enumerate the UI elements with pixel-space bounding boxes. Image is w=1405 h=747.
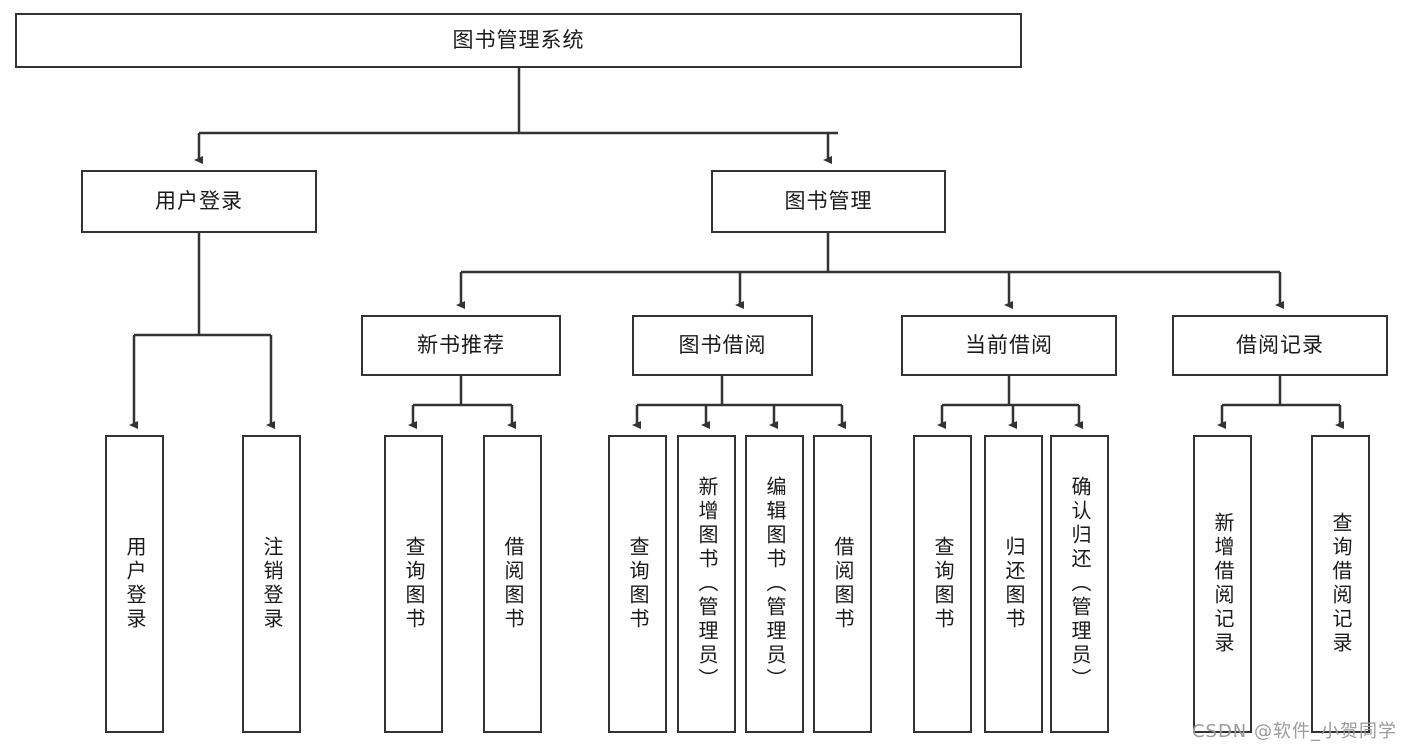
leaf-label: 确认归还（管理员） xyxy=(1068,476,1092,692)
node-book-management-label: 图书管理 xyxy=(784,188,873,213)
leaf-user-login-signin[interactable]: 用户登录 xyxy=(105,435,164,733)
node-borrow-record-label: 借阅记录 xyxy=(1236,332,1324,357)
leaf-label: 注销登录 xyxy=(260,536,284,632)
leaf-current-borrow-query[interactable]: 查询图书 xyxy=(913,435,972,733)
node-borrow-record[interactable]: 借阅记录 xyxy=(1172,315,1388,376)
leaf-borrow-record-add[interactable]: 新增借阅记录 xyxy=(1193,435,1252,733)
node-book-borrow-label: 图书借阅 xyxy=(678,332,767,357)
node-user-login-label: 用户登录 xyxy=(155,188,243,213)
node-new-book-recommend-label: 新书推荐 xyxy=(417,332,505,357)
node-book-borrow[interactable]: 图书借阅 xyxy=(632,315,813,376)
node-user-login[interactable]: 用户登录 xyxy=(81,170,317,233)
leaf-label: 查询图书 xyxy=(402,536,426,632)
leaf-label: 新增图书（管理员） xyxy=(695,476,719,692)
leaf-current-borrow-confirm-return[interactable]: 确认归还（管理员） xyxy=(1050,435,1109,733)
leaf-book-borrow-lend[interactable]: 借阅图书 xyxy=(813,435,872,733)
node-current-borrow[interactable]: 当前借阅 xyxy=(901,315,1117,376)
leaf-label: 查询图书 xyxy=(626,536,650,632)
leaf-book-borrow-edit[interactable]: 编辑图书（管理员） xyxy=(745,435,804,733)
leaf-label: 借阅图书 xyxy=(501,536,525,632)
watermark: CSDN @软件_小贺同学 xyxy=(1191,721,1397,742)
leaf-label: 编辑图书（管理员） xyxy=(763,476,787,692)
leaf-new-book-query[interactable]: 查询图书 xyxy=(384,435,443,733)
leaf-book-borrow-add[interactable]: 新增图书（管理员） xyxy=(677,435,736,733)
leaf-label: 借阅图书 xyxy=(831,536,855,632)
leaf-label: 查询图书 xyxy=(931,536,955,632)
leaf-new-book-borrow[interactable]: 借阅图书 xyxy=(483,435,542,733)
node-new-book-recommend[interactable]: 新书推荐 xyxy=(361,315,561,376)
leaf-borrow-record-query[interactable]: 查询借阅记录 xyxy=(1311,435,1370,733)
leaf-book-borrow-query[interactable]: 查询图书 xyxy=(608,435,667,733)
leaf-label: 归还图书 xyxy=(1002,536,1026,632)
node-root-label: 图书管理系统 xyxy=(452,27,585,52)
leaf-label: 查询借阅记录 xyxy=(1329,512,1353,656)
leaf-label: 用户登录 xyxy=(123,536,147,632)
leaf-label: 新增借阅记录 xyxy=(1211,512,1235,656)
node-current-borrow-label: 当前借阅 xyxy=(965,332,1053,357)
node-book-management[interactable]: 图书管理 xyxy=(711,170,946,233)
node-root[interactable]: 图书管理系统 xyxy=(15,13,1022,68)
leaf-current-borrow-return[interactable]: 归还图书 xyxy=(984,435,1043,733)
leaf-user-login-signout[interactable]: 注销登录 xyxy=(242,435,301,733)
